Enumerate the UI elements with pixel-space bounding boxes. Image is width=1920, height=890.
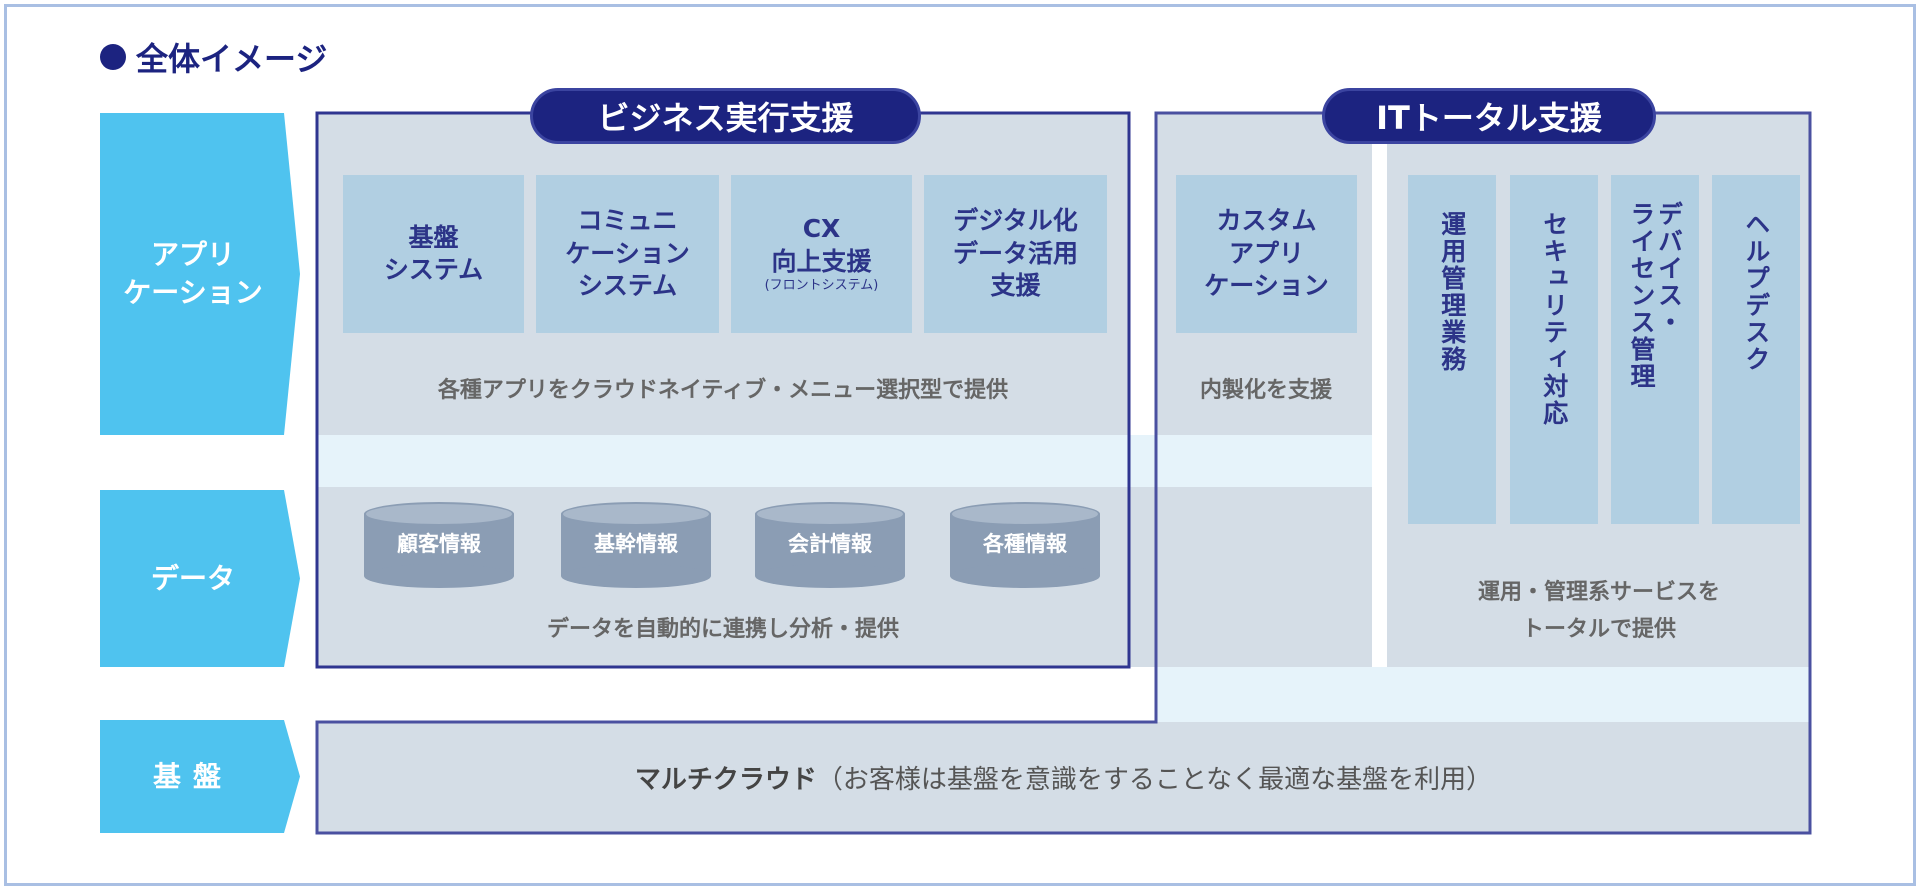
app-line: データ活用 (952, 238, 1078, 268)
service-operations: 運用管理業務 (1408, 175, 1496, 524)
bullet-icon (100, 44, 126, 70)
database-label: 各種情報 (983, 532, 1067, 556)
app-line: ケーション (565, 238, 690, 268)
database-icon: 基幹情報 (561, 502, 711, 588)
middle-data-band (1129, 487, 1372, 667)
service-label: デバイス・ ライセンス管理 (1627, 201, 1684, 390)
app-line: ケーション (1204, 271, 1329, 301)
base-main: マルチクラウド (634, 765, 817, 795)
app-line: CX (802, 214, 841, 244)
app-box-digital: デジタル化 データ活用 支援 (924, 175, 1107, 333)
app-line: 向上支援 (771, 246, 872, 276)
business-pill: ビジネス実行支援 (530, 88, 921, 144)
service-device-license: デバイス・ ライセンス管理 (1611, 175, 1699, 524)
app-box-communication: コミュニ ケーション システム (536, 175, 719, 333)
outer-frame (4, 4, 1916, 886)
app-line: コミュニ (577, 206, 678, 236)
database-icon: 顧客情報 (364, 502, 514, 588)
service-label: セキュリティ対応 (1539, 211, 1569, 427)
section-title: 全体イメージ (100, 34, 327, 80)
services-caption-2: トータルで提供 (1521, 617, 1677, 642)
it-pill: ITトータル支援 (1322, 88, 1656, 144)
database-icon: 各種情報 (950, 502, 1100, 588)
database-label: 会計情報 (788, 532, 872, 556)
app-box-cx: CX 向上支援 (フロントシステム) (731, 175, 912, 333)
app-line: 支援 (990, 271, 1041, 301)
it-outline (315, 111, 1812, 835)
row-label-base: 基盤 (100, 720, 300, 833)
database-label: 顧客情報 (397, 532, 481, 556)
database-label: 基幹情報 (594, 532, 678, 556)
base-note: （お客様は基盤を意識をすることなく最適な基盤を利用） (816, 765, 1493, 795)
services-caption-1: 運用・管理系サービスを (1477, 580, 1721, 605)
base-band (317, 722, 1810, 833)
row-label-application: アプリ ケーション (100, 113, 300, 435)
gap-band (317, 435, 1372, 487)
app-line: デジタル化 (953, 206, 1078, 236)
app-line: システム (383, 255, 484, 284)
custom-caption: 内製化を支援 (1199, 378, 1333, 403)
database-icon: 会計情報 (755, 502, 905, 588)
custom-app-box: カスタム アプリ ケーション (1176, 175, 1357, 333)
app-caption: 各種アプリをクラウドネイティブ・メニュー選択型で提供 (437, 378, 1009, 403)
app-line: カスタム (1216, 206, 1317, 236)
gap-band-it (1156, 667, 1810, 722)
service-label: 運用管理業務 (1437, 211, 1467, 373)
app-line: 基盤 (408, 222, 459, 252)
data-caption: データを自動的に連携し分析・提供 (546, 617, 900, 642)
base-caption: マルチクラウド （お客様は基盤を意識をすることなく最適な基盤を利用） (317, 722, 1810, 833)
app-box-kiban: 基盤 システム (343, 175, 524, 333)
app-line: システム (577, 271, 678, 301)
app-line: アプリ (1228, 238, 1304, 268)
service-helpdesk: ヘルプデスク (1712, 175, 1800, 524)
service-label: ヘルプデスク (1741, 211, 1771, 373)
row-label-data: データ (100, 490, 300, 667)
service-security: セキュリティ対応 (1510, 175, 1598, 524)
app-note: (フロントシステム) (764, 278, 879, 294)
section-title-text: 全体イメージ (136, 40, 328, 78)
